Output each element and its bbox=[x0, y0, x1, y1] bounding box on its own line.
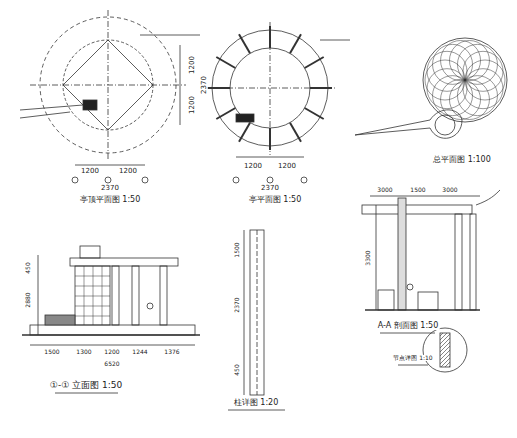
block-joint bbox=[75, 296, 110, 297]
block-joint bbox=[75, 316, 110, 317]
dimension-text: 1200 bbox=[80, 168, 100, 175]
dimension-text: 1200 bbox=[189, 95, 196, 115]
dimension-text: 1500 bbox=[409, 187, 426, 193]
rib bbox=[290, 123, 301, 142]
pavilion-plan bbox=[205, 22, 350, 183]
dimension-text: 3000 bbox=[441, 187, 458, 193]
rib bbox=[305, 108, 324, 119]
rib bbox=[239, 34, 250, 53]
lattice-ring bbox=[449, 79, 489, 119]
dimension-text: 1200 bbox=[118, 168, 138, 175]
rib bbox=[216, 108, 235, 119]
view-title: 总平面图 1:100 bbox=[432, 156, 492, 164]
dimension-text: 450 bbox=[234, 363, 240, 376]
rib bbox=[269, 26, 271, 48]
dimension-text: 3000 bbox=[376, 187, 393, 193]
dimension-text: 2370 bbox=[100, 185, 120, 192]
block-joint bbox=[75, 306, 110, 307]
dimension-text: 3300 bbox=[365, 249, 371, 266]
dimension-text: 1200 bbox=[277, 163, 297, 170]
rib bbox=[305, 57, 324, 68]
block-joint bbox=[75, 286, 110, 287]
rib bbox=[310, 87, 332, 89]
lattice-ring bbox=[427, 69, 467, 109]
dimension-text: 1200 bbox=[189, 55, 196, 75]
dimension-text: 2370 bbox=[201, 75, 208, 95]
dimension-text: 2370 bbox=[260, 185, 280, 192]
view-title: ①-① 立面图 1:50 bbox=[49, 381, 123, 390]
section-view bbox=[362, 190, 500, 333]
lattice-ring bbox=[441, 41, 481, 81]
block-joint bbox=[102, 266, 103, 325]
column-detail bbox=[228, 230, 285, 410]
dimension-text: 1376 bbox=[163, 349, 180, 355]
rib bbox=[269, 128, 271, 150]
block-joint bbox=[93, 266, 94, 325]
lattice-ring bbox=[465, 60, 505, 100]
block-joint bbox=[75, 276, 110, 277]
dimension-text: 2880 bbox=[25, 291, 31, 308]
node-detail bbox=[398, 328, 467, 372]
lattice-ring bbox=[463, 51, 503, 91]
lattice-ring bbox=[457, 44, 497, 84]
dimension-text: 1200 bbox=[243, 163, 263, 170]
view-title: 节点详图 1:10 bbox=[392, 355, 433, 361]
dimension-text: 6520 bbox=[103, 361, 120, 367]
lattice-ring bbox=[427, 51, 467, 91]
lattice-ring bbox=[433, 44, 473, 84]
rib bbox=[216, 57, 235, 68]
dimension-text: 2370 bbox=[234, 296, 240, 313]
dimension-text: 450 bbox=[25, 261, 31, 274]
roof-plan bbox=[20, 10, 200, 183]
front-elevation bbox=[22, 246, 200, 393]
view-title: 柱详图 1:20 bbox=[233, 399, 280, 407]
rib bbox=[239, 123, 250, 142]
lattice-ring bbox=[441, 79, 481, 119]
dimension-text: 1200 bbox=[103, 349, 120, 355]
lattice-ring bbox=[425, 60, 465, 100]
lattice-ring bbox=[457, 76, 497, 116]
lattice-ring bbox=[449, 41, 489, 81]
block-joint bbox=[84, 266, 85, 325]
dimension-text: 1244 bbox=[131, 349, 148, 355]
site-plan bbox=[355, 38, 507, 138]
dimension-text: 1500 bbox=[234, 241, 240, 258]
lattice-ring bbox=[433, 76, 473, 116]
dimension-text: 1500 bbox=[43, 349, 60, 355]
dimension-text: 1300 bbox=[75, 349, 92, 355]
rib bbox=[208, 87, 230, 89]
view-title: A-A 剖面图 1:50 bbox=[377, 322, 440, 330]
view-title: 亭平面图 1:50 bbox=[248, 196, 303, 204]
lattice-ring bbox=[463, 69, 503, 109]
view-title: 亭顶平面图 1:50 bbox=[79, 196, 142, 204]
rib bbox=[290, 34, 301, 53]
